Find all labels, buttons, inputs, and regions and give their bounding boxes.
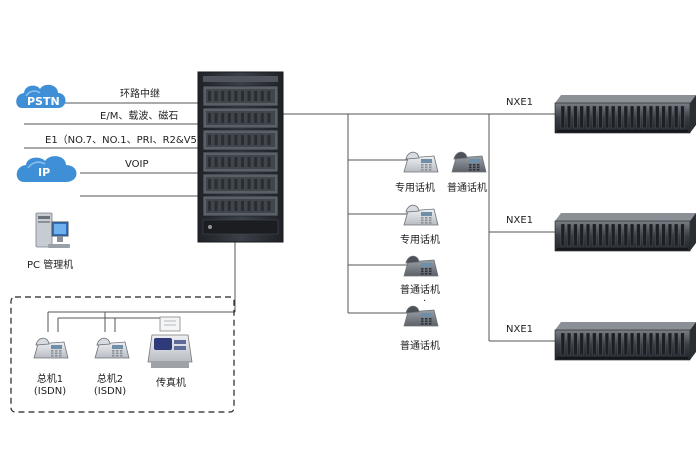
dots-label: ·	[423, 296, 427, 307]
normal-phone-icon-1	[451, 151, 487, 173]
console2-type: (ISDN)	[93, 386, 127, 397]
console2-label: 总机2 (ISDN)	[90, 374, 130, 398]
e1-label: E1（NO.7、NO.1、PRI、R2&V5）	[45, 135, 207, 146]
nxe1-label-1: NXE1	[506, 97, 534, 108]
pstn-cloud-icon	[16, 84, 66, 108]
dedicated-phone-label-2: 专用话机	[400, 235, 440, 246]
dedicated-phone-icon-1	[403, 151, 439, 173]
pc-label: PC 管理机	[27, 260, 74, 271]
bottom-dashed-frame	[10, 296, 235, 413]
normal-phone-icon-2	[403, 255, 439, 277]
nxe1-unit-icon-2	[554, 213, 696, 252]
normal-phone-label-3: 普通话机	[400, 341, 440, 352]
connection-lines	[24, 102, 555, 342]
fax-label: 传真机	[156, 378, 186, 389]
voip-label: VOIP	[125, 159, 149, 170]
nxe1-label-2: NXE1	[506, 215, 534, 226]
loop-trunk-label: 环路中继	[120, 89, 160, 100]
console1-type: (ISDN)	[33, 386, 67, 397]
pc-icon	[35, 212, 70, 248]
normal-phone-icon-3	[403, 305, 439, 327]
main-switch-rack	[197, 71, 284, 243]
normal-phone-label-1: 普通话机	[447, 183, 487, 194]
dedicated-phone-label-1: 专用话机	[395, 183, 435, 194]
console2-name: 总机2	[96, 374, 124, 385]
ip-cloud-icon	[16, 156, 77, 182]
normal-phone-label-2: 普通话机	[400, 285, 440, 296]
ip-label: IP	[38, 166, 51, 179]
fax-machine-icon	[147, 316, 193, 368]
console1-label: 总机1 (ISDN)	[30, 374, 70, 398]
console-phone-icon-2	[94, 337, 130, 359]
pstn-label: PSTN	[27, 95, 60, 108]
nxe1-unit-icon-1	[554, 95, 696, 134]
nxe1-unit-icon-3	[554, 322, 696, 361]
dedicated-phone-icon-2	[403, 204, 439, 226]
console1-name: 总机1	[36, 374, 64, 385]
nxe1-label-3: NXE1	[506, 324, 534, 335]
console-phone-icon-1	[33, 337, 69, 359]
em-label: E/M、载波、磁石	[100, 111, 179, 122]
